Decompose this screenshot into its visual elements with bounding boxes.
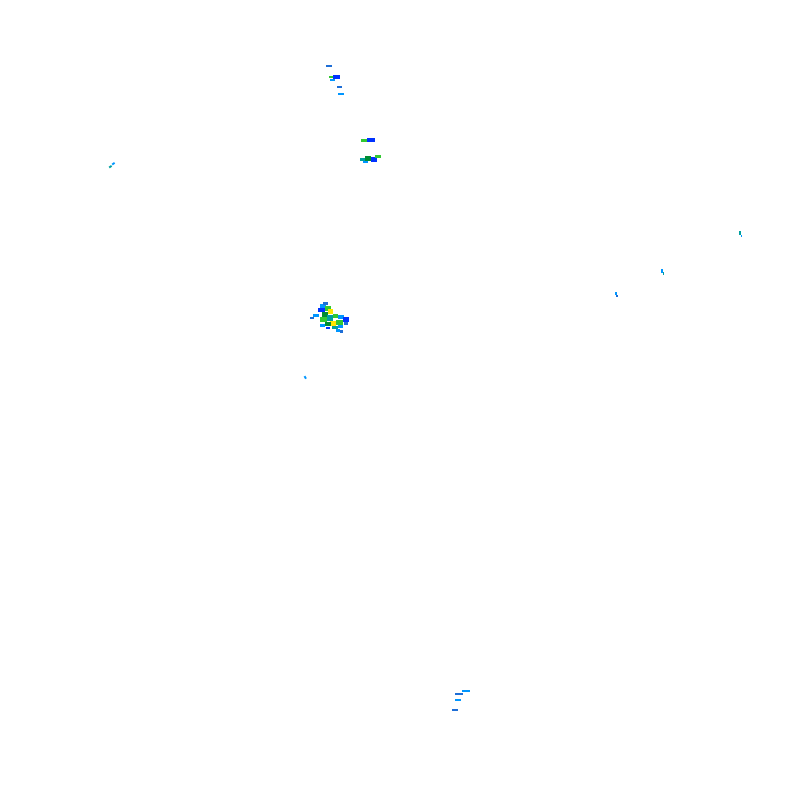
radar-echo-cluster-central xyxy=(310,302,349,333)
radar-echo xyxy=(326,65,332,67)
radar-echo xyxy=(360,158,366,161)
radar-echo xyxy=(452,709,458,711)
radar-echo-cluster-south xyxy=(452,690,470,711)
radar-echo xyxy=(336,329,340,332)
radar-echo xyxy=(375,155,381,158)
radar-echo xyxy=(323,302,328,305)
radar-echo xyxy=(661,269,663,273)
radar-echo xyxy=(333,75,340,79)
radar-echo xyxy=(336,320,343,325)
radar-echo xyxy=(615,292,617,295)
radar-echo xyxy=(111,162,116,166)
radar-echo xyxy=(320,317,327,322)
radar-echo xyxy=(332,326,338,329)
radar-echo xyxy=(455,699,461,701)
radar-echo xyxy=(313,314,319,317)
radar-echo-cluster-north xyxy=(326,65,344,95)
radar-echo xyxy=(365,156,371,161)
radar-echo xyxy=(462,690,470,692)
radar-echo xyxy=(325,322,331,326)
radar-echo xyxy=(338,93,344,95)
radar-echo xyxy=(330,79,335,81)
radar-echo-southwest xyxy=(303,375,307,380)
radar-echo-east xyxy=(615,231,742,297)
radar-echo xyxy=(318,308,325,312)
radar-echo xyxy=(616,295,618,297)
radar-echo xyxy=(363,161,368,163)
radar-echo xyxy=(330,321,336,326)
radar-echo xyxy=(329,76,333,78)
radar-echo xyxy=(320,324,325,327)
radar-echo xyxy=(371,157,377,162)
radar-echo xyxy=(310,317,314,319)
radar-echo xyxy=(322,312,328,317)
radar-echo xyxy=(338,325,343,328)
radar-echo xyxy=(739,231,741,235)
radar-echo xyxy=(361,139,367,142)
radar-echo xyxy=(326,327,330,329)
radar-echo xyxy=(327,315,333,321)
radar-echo xyxy=(455,693,463,695)
radar-echo xyxy=(367,138,375,142)
radar-echo xyxy=(320,304,326,308)
radar-echo xyxy=(343,317,349,322)
radar-echo xyxy=(333,314,338,318)
radar-echo xyxy=(325,306,331,311)
radar-echo xyxy=(663,272,664,275)
radar-echo xyxy=(338,315,344,319)
radar-echo xyxy=(337,86,342,88)
radar-echo xyxy=(741,235,742,237)
radar-echo xyxy=(303,375,307,380)
radar-echo-west xyxy=(108,162,116,169)
radar-echo xyxy=(340,330,343,333)
radar-echo xyxy=(108,165,113,169)
radar-echo-cluster-north-2 xyxy=(360,138,381,163)
radar-echo xyxy=(344,322,348,325)
radar-echo xyxy=(328,309,333,314)
